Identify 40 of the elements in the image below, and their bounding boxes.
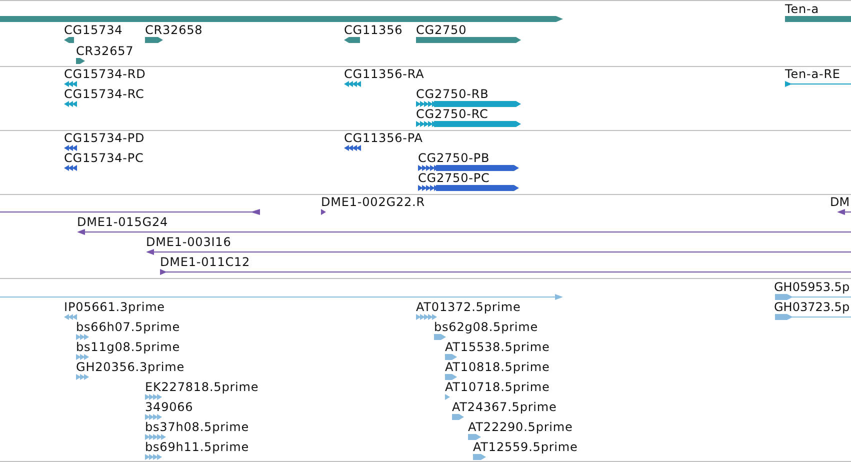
feature-name: CG15734 xyxy=(64,23,123,37)
feature-name: CG15734-RC xyxy=(64,87,144,101)
feature-name: GH03723.5p xyxy=(774,300,850,314)
feature-name: CG2750-PB xyxy=(418,151,490,165)
feature-name: CG15734-PD xyxy=(64,131,145,145)
feature-name: EK227818.5prime xyxy=(145,380,259,394)
feature-name: GH05953.5p xyxy=(774,280,850,294)
feature-name: CR32658 xyxy=(145,23,203,37)
feature-name: bs62g08.5prime xyxy=(434,320,538,334)
feature-name: Ten-a-RE xyxy=(785,67,840,81)
feature-name: CG15734-RD xyxy=(64,67,146,81)
feature-name: CG2750-RB xyxy=(416,87,489,101)
feature-name: CR32657 xyxy=(76,44,134,58)
feature-name: AT01372.5prime xyxy=(416,300,521,314)
feature-name: Ten-a xyxy=(785,2,819,16)
feature-name: DME1-002G22.R xyxy=(321,195,425,209)
feature-name: bs66h07.5prime xyxy=(76,320,180,334)
feature-name: CG15734-PC xyxy=(64,151,144,165)
feature-name: DME1-003I16 xyxy=(146,235,232,249)
feature-name: AT24367.5prime xyxy=(452,400,557,414)
feature-name: CG2750 xyxy=(416,23,467,37)
feature-name: bs37h08.5prime xyxy=(145,420,250,434)
feature-name: CG11356-RA xyxy=(344,67,424,81)
feature-name: 349066 xyxy=(145,400,194,414)
feature-name: AT10718.5prime xyxy=(445,380,550,394)
feature-name: CG2750-PC xyxy=(418,171,490,185)
feature-name: AT12559.5prime xyxy=(473,440,578,454)
feature-name: DME1-015G24 xyxy=(77,215,168,229)
feature-name: AT10818.5prime xyxy=(445,360,550,374)
feature-name: DM xyxy=(830,195,850,209)
feature-name: AT15538.5prime xyxy=(445,340,550,354)
feature-name: CG2750-RC xyxy=(416,107,488,121)
feature-name: CG11356-PA xyxy=(344,131,423,145)
feature-name: bs69h11.5prime xyxy=(145,440,250,454)
feature-name: IP05661.3prime xyxy=(64,300,165,314)
feature-name: DME1-011C12 xyxy=(160,255,250,269)
feature-name: AT22290.5prime xyxy=(468,420,573,434)
feature-name: bs11g08.5prime xyxy=(76,340,180,354)
feature-name: CG11356 xyxy=(344,23,403,37)
feature-name: GH20356.3prime xyxy=(76,360,185,374)
